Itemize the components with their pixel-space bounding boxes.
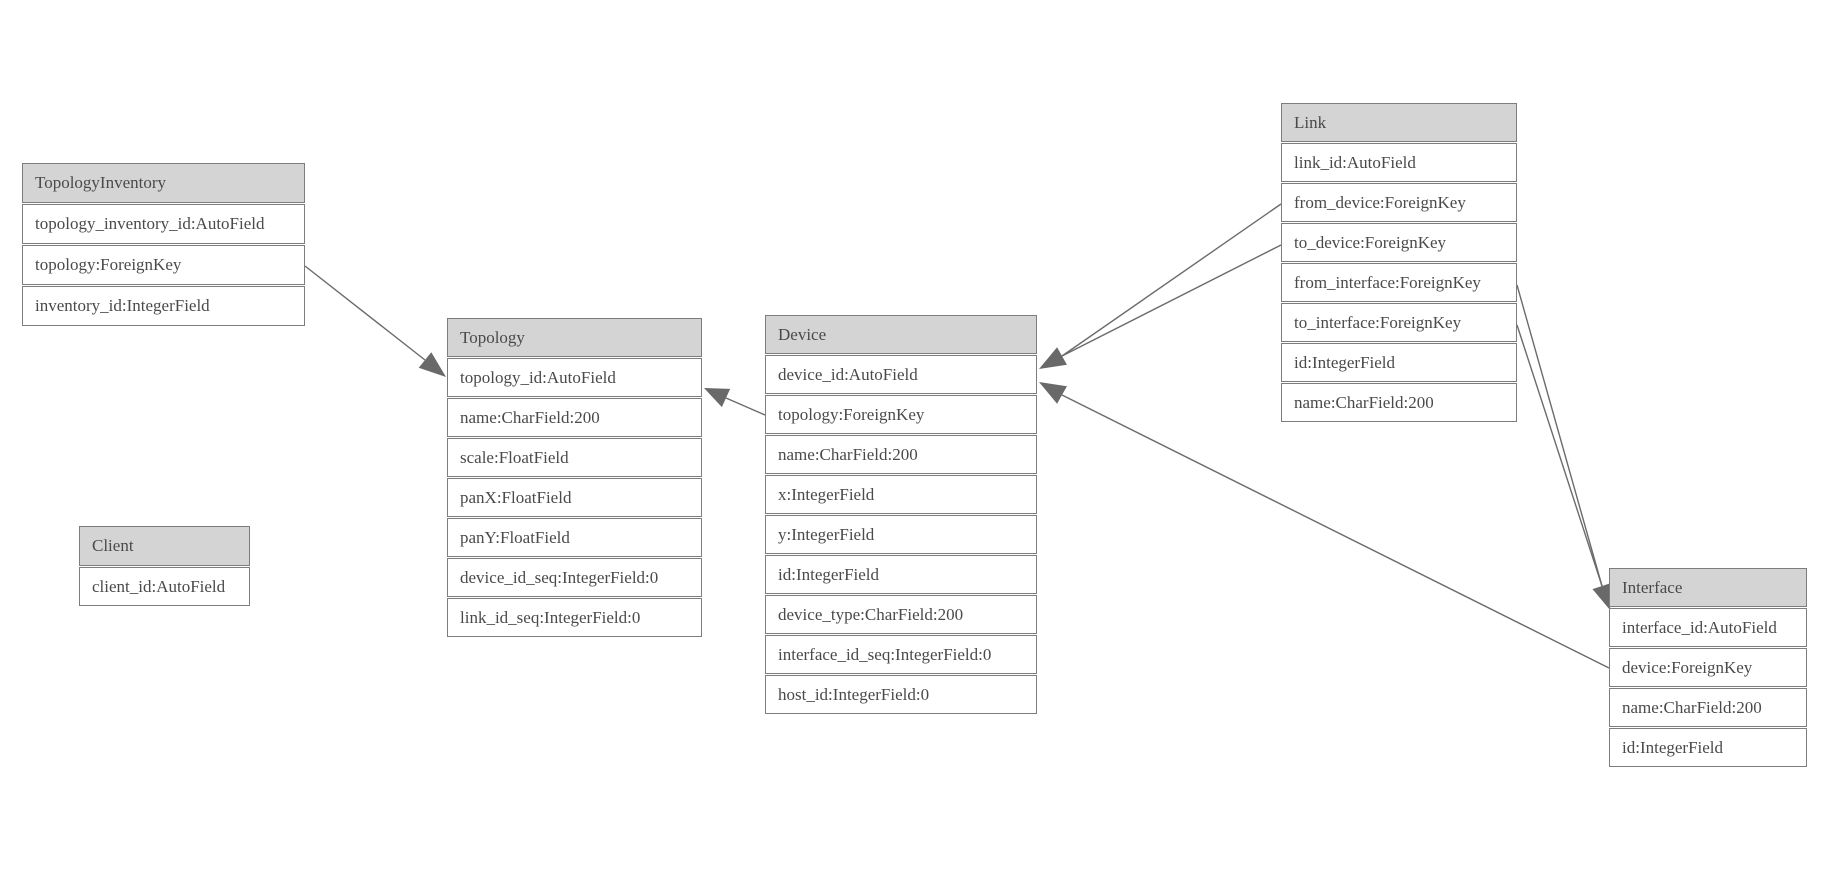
entity-field-row: id:IntegerField [1609, 728, 1807, 767]
relationship-line [725, 397, 766, 416]
entity-node-topologyinventory[interactable]: TopologyInventory topology_inventory_id:… [22, 163, 305, 327]
entity-title: Topology [447, 318, 702, 357]
entity-field-row: to_interface:ForeignKey [1281, 303, 1517, 342]
entity-field-row: topology:ForeignKey [765, 395, 1037, 434]
entity-field-row: device_type:CharField:200 [765, 595, 1037, 634]
entity-field-row: link_id:AutoField [1281, 143, 1517, 182]
arrowhead-icon [1039, 347, 1067, 369]
entity-field-row: topology_inventory_id:AutoField [22, 204, 305, 244]
entity-field-row: to_device:ForeignKey [1281, 223, 1517, 262]
entity-node-client[interactable]: Client client_id:AutoField [79, 526, 250, 607]
entity-field-row: client_id:AutoField [79, 567, 250, 606]
entity-field-row: topology_id:AutoField [447, 358, 702, 397]
entity-title: Link [1281, 103, 1517, 142]
arrowhead-icon [418, 352, 446, 377]
entity-title: Device [765, 315, 1037, 354]
entity-field-row: device_id:AutoField [765, 355, 1037, 394]
arrowhead-icon [1039, 382, 1067, 404]
entity-field-row: y:IntegerField [765, 515, 1037, 554]
entity-field-row: name:CharField:200 [447, 398, 702, 437]
entity-field-row: panY:FloatField [447, 518, 702, 557]
entity-field-row: from_interface:ForeignKey [1281, 263, 1517, 302]
entity-title: TopologyInventory [22, 163, 305, 203]
relationship-line [1061, 394, 1610, 669]
entity-field-row: name:CharField:200 [1281, 383, 1517, 422]
entity-title: Client [79, 526, 250, 566]
entity-field-row: id:IntegerField [1281, 343, 1517, 382]
relationship-line [1516, 284, 1603, 587]
relationship-line [304, 265, 426, 361]
entity-field-row: topology:ForeignKey [22, 245, 305, 285]
entity-title: Interface [1609, 568, 1807, 607]
relationship-line [1516, 324, 1603, 587]
relationship-line [1061, 203, 1282, 357]
entity-field-row: name:CharField:200 [1609, 688, 1807, 727]
entity-field-row: id:IntegerField [765, 555, 1037, 594]
relationship-line [1061, 244, 1282, 357]
entity-field-row: x:IntegerField [765, 475, 1037, 514]
entity-field-row: host_id:IntegerField:0 [765, 675, 1037, 714]
entity-field-row: device:ForeignKey [1609, 648, 1807, 687]
entity-field-row: link_id_seq:IntegerField:0 [447, 598, 702, 637]
entity-field-row: interface_id:AutoField [1609, 608, 1807, 647]
entity-field-row: scale:FloatField [447, 438, 702, 477]
entity-field-row: name:CharField:200 [765, 435, 1037, 474]
entity-field-row: inventory_id:IntegerField [22, 286, 305, 326]
entity-field-row: panX:FloatField [447, 478, 702, 517]
entity-field-row: from_device:ForeignKey [1281, 183, 1517, 222]
entity-field-row: interface_id_seq:IntegerField:0 [765, 635, 1037, 674]
arrowhead-icon [704, 388, 731, 408]
entity-field-row: device_id_seq:IntegerField:0 [447, 558, 702, 597]
